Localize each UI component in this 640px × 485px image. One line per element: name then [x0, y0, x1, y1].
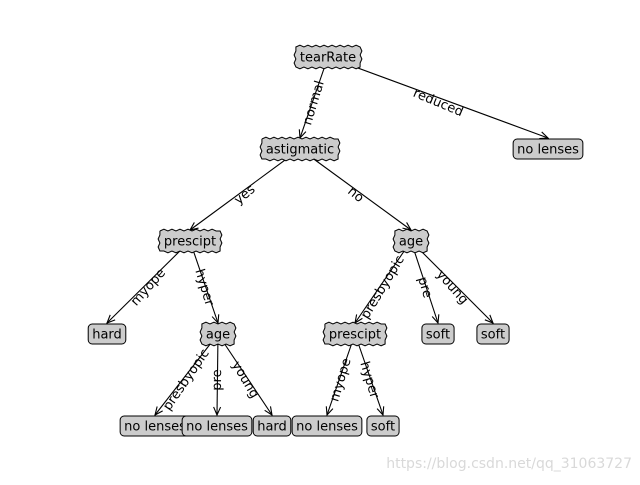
- decision-node: age: [392, 228, 430, 254]
- edge-arrow: [189, 240, 218, 323]
- edge-label: normal: [300, 79, 328, 127]
- edge-arrow: [410, 240, 493, 323]
- edge-arrow: [300, 56, 329, 138]
- leaf-node: no lenses: [512, 138, 584, 160]
- edge-label: hyper: [191, 267, 216, 308]
- node-label: no lenses: [517, 143, 579, 158]
- edge-label: myope: [128, 266, 169, 309]
- leaf-node-box: [252, 415, 292, 437]
- edge-label: presbyopic: [160, 346, 212, 413]
- decision-node: prescipt: [157, 228, 223, 254]
- edge-arrow: [107, 240, 191, 323]
- edge-arrow: [155, 333, 219, 415]
- edge-label: young: [228, 359, 261, 401]
- leaf-node-box: [512, 138, 584, 160]
- edge-label: no: [344, 184, 366, 206]
- leaf-node: no lenses: [291, 415, 363, 437]
- node-label: hard: [257, 420, 287, 435]
- decision-node-box: [392, 228, 430, 254]
- leaf-node: soft: [476, 323, 510, 345]
- edge-arrow: [327, 56, 548, 138]
- edge-label: pre: [414, 275, 434, 300]
- leaf-node: no lenses: [119, 415, 191, 437]
- nodes-layer: tearRate astigmatic no lenses prescipt age ha…: [87, 44, 584, 437]
- edge-arrow: [410, 240, 438, 323]
- edge-label: young: [433, 267, 471, 307]
- leaf-node: no lenses: [181, 415, 253, 437]
- edge-label: presbyopic: [358, 253, 408, 322]
- leaf-node-box: [181, 415, 253, 437]
- edge-arrow: [354, 333, 383, 415]
- decision-node-box: [322, 321, 388, 347]
- edge-arrow: [190, 148, 301, 230]
- edge-arrow: [299, 148, 411, 230]
- edge-label: reduced: [411, 86, 466, 120]
- edge-arrow: [217, 333, 272, 415]
- edge-label: myope: [327, 357, 354, 404]
- leaf-node-box: [366, 415, 400, 437]
- decision-node-box: [199, 321, 237, 347]
- decision-node-box: [259, 136, 341, 162]
- leaf-node-box: [476, 323, 510, 345]
- leaf-node-box: [87, 323, 127, 345]
- edge-label: hyper: [356, 360, 381, 401]
- node-label: no lenses: [186, 420, 248, 435]
- node-label: astigmatic: [266, 143, 334, 158]
- edges-layer: [107, 56, 548, 415]
- node-label: no lenses: [296, 420, 358, 435]
- node-label: prescipt: [164, 235, 216, 250]
- edge-arrow: [355, 240, 412, 323]
- node-label: age: [206, 328, 230, 343]
- leaf-node: hard: [87, 323, 127, 345]
- node-label: soft: [426, 328, 450, 343]
- leaf-node: hard: [252, 415, 292, 437]
- leaf-node-box: [291, 415, 363, 437]
- decision-node-box: [157, 228, 223, 254]
- decision-node: age: [199, 321, 237, 347]
- node-label: tearRate: [300, 51, 356, 66]
- edge-arrow: [327, 333, 356, 415]
- node-label: prescipt: [329, 328, 381, 343]
- decision-node-box: [293, 44, 363, 70]
- edge-label: pre: [210, 369, 225, 390]
- watermark-text: https://blog.csdn.net/qq_31063727: [386, 456, 632, 472]
- decision-node: prescipt: [322, 321, 388, 347]
- node-label: soft: [371, 420, 395, 435]
- edge-label: yes: [232, 182, 259, 208]
- node-label: soft: [481, 328, 505, 343]
- edge-arrow: [217, 333, 218, 415]
- node-label: age: [399, 235, 423, 250]
- leaf-node-box: [421, 323, 455, 345]
- decision-node: astigmatic: [259, 136, 341, 162]
- node-label: hard: [92, 328, 122, 343]
- decision-node: tearRate: [293, 44, 363, 70]
- leaf-node: soft: [421, 323, 455, 345]
- leaf-node: soft: [366, 415, 400, 437]
- node-label: no lenses: [124, 420, 186, 435]
